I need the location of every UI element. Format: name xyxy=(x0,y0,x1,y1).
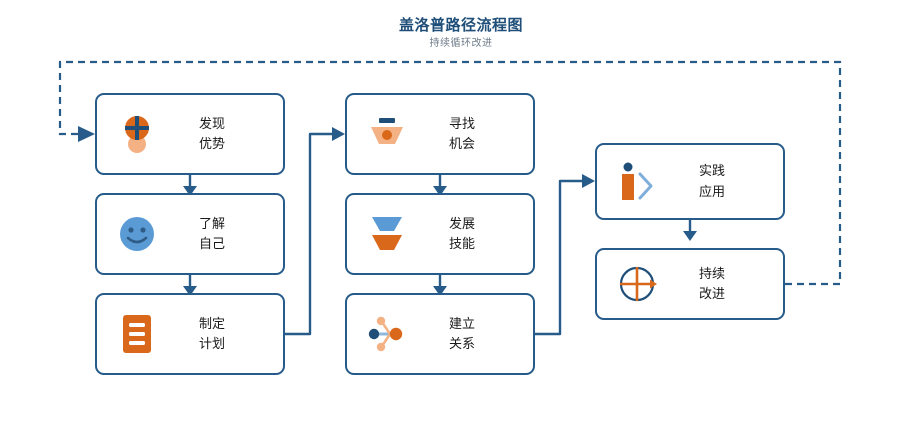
document-list-icon xyxy=(111,311,163,357)
node-label: 持续改进 xyxy=(698,265,725,301)
node-label: 建立关系 xyxy=(448,315,475,351)
node-know-yourself[interactable]: 了解自己 xyxy=(95,193,285,275)
node-make-plan[interactable]: 制定计划 xyxy=(95,293,285,375)
node-seek-opportunity[interactable]: 寻找机会 xyxy=(345,93,535,175)
node-label: 发现优势 xyxy=(198,115,225,151)
edge-relationships-to-practice xyxy=(535,174,595,336)
node-label: 了解自己 xyxy=(198,215,225,251)
circle-plus-icon xyxy=(611,261,663,307)
network-nodes-icon xyxy=(361,311,413,357)
edge-plan-to-opportunity xyxy=(285,127,345,336)
node-label: 实践应用 xyxy=(698,163,725,199)
node-develop-skills[interactable]: 发展技能 xyxy=(345,193,535,275)
node-label: 发展技能 xyxy=(448,215,475,251)
node-label: 寻找机会 xyxy=(448,115,475,151)
node-discover-strengths[interactable]: 发现优势 xyxy=(95,93,285,175)
node-continuous-improvement[interactable]: 持续改进 xyxy=(595,248,785,320)
funnel-dot-icon xyxy=(361,111,413,157)
person-chevron-icon xyxy=(611,159,663,205)
edge-practice-to-improvement xyxy=(683,220,697,241)
node-label: 制定计划 xyxy=(198,315,225,351)
smiley-face-icon xyxy=(111,211,163,257)
person-plus-icon xyxy=(111,111,163,157)
node-practice-apply[interactable]: 实践应用 xyxy=(595,143,785,220)
double-funnel-icon xyxy=(361,211,413,257)
page-title: 盖洛普路径流程图 xyxy=(398,17,523,34)
page-subtitle: 持续循环改进 xyxy=(429,38,493,49)
node-build-relationships[interactable]: 建立关系 xyxy=(345,293,535,375)
